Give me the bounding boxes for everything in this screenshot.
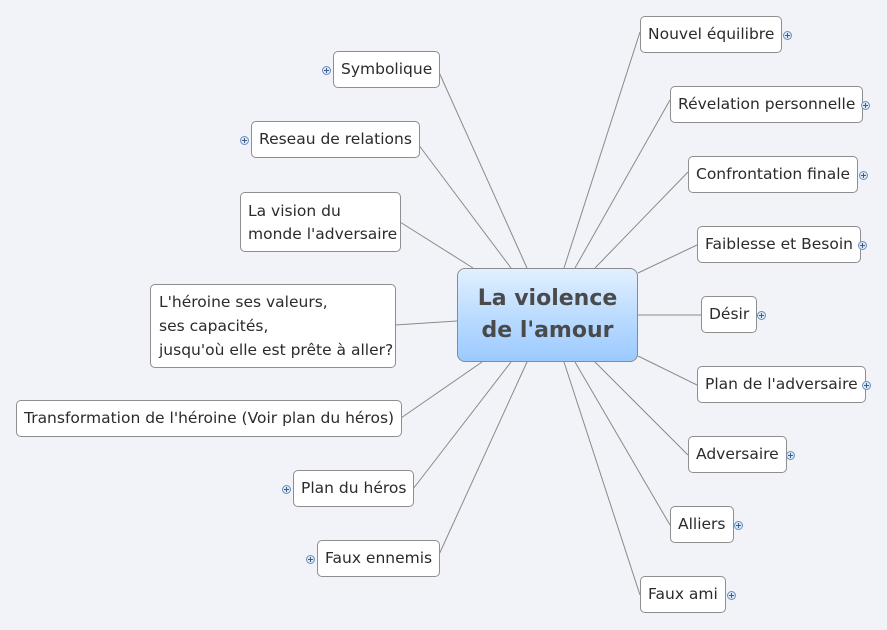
expand-icon[interactable]	[783, 31, 792, 40]
topic-nouvel-equilibre[interactable]: Nouvel équilibre	[640, 16, 783, 53]
expand-icon[interactable]	[786, 451, 795, 460]
expand-icon[interactable]	[862, 381, 871, 390]
topic-plan-de-l-adversaire[interactable]: Plan de l'adversaire	[697, 366, 866, 403]
topic-transformation-heroine[interactable]: Transformation de l'héroine (Voir plan d…	[16, 400, 403, 437]
expand-icon[interactable]	[322, 66, 331, 75]
expand-icon[interactable]	[240, 136, 249, 145]
topic-reseau-de-relations[interactable]: Reseau de relations	[251, 121, 420, 158]
central-topic[interactable]: La violence de l'amour	[457, 268, 638, 362]
expand-icon[interactable]	[859, 171, 868, 180]
topic-vision-du-monde-adversaire[interactable]: La vision du monde l'adversaire	[240, 192, 401, 252]
expand-icon[interactable]	[861, 101, 870, 110]
expand-icon[interactable]	[757, 311, 766, 320]
expand-icon[interactable]	[858, 241, 867, 250]
topic-desir[interactable]: Désir	[701, 296, 758, 333]
expand-icon[interactable]	[306, 555, 315, 564]
topic-adversaire[interactable]: Adversaire	[688, 436, 787, 473]
topic-faux-ami[interactable]: Faux ami	[640, 576, 726, 613]
topic-revelation-personnelle[interactable]: Révelation personnelle	[670, 86, 864, 123]
topic-symbolique[interactable]: Symbolique	[333, 51, 441, 88]
expand-icon[interactable]	[734, 521, 743, 530]
expand-icon[interactable]	[727, 591, 736, 600]
topic-heroine-valeurs[interactable]: L'héroine ses valeurs, ses capacités, ju…	[150, 284, 396, 368]
topic-alliers[interactable]: Alliers	[670, 506, 734, 543]
topic-faux-ennemis[interactable]: Faux ennemis	[317, 540, 441, 577]
topic-plan-du-heros[interactable]: Plan du héros	[293, 470, 415, 507]
expand-icon[interactable]	[282, 485, 291, 494]
topic-faiblesse-et-besoin[interactable]: Faiblesse et Besoin	[697, 226, 861, 263]
topic-confrontation-finale[interactable]: Confrontation finale	[688, 156, 859, 193]
